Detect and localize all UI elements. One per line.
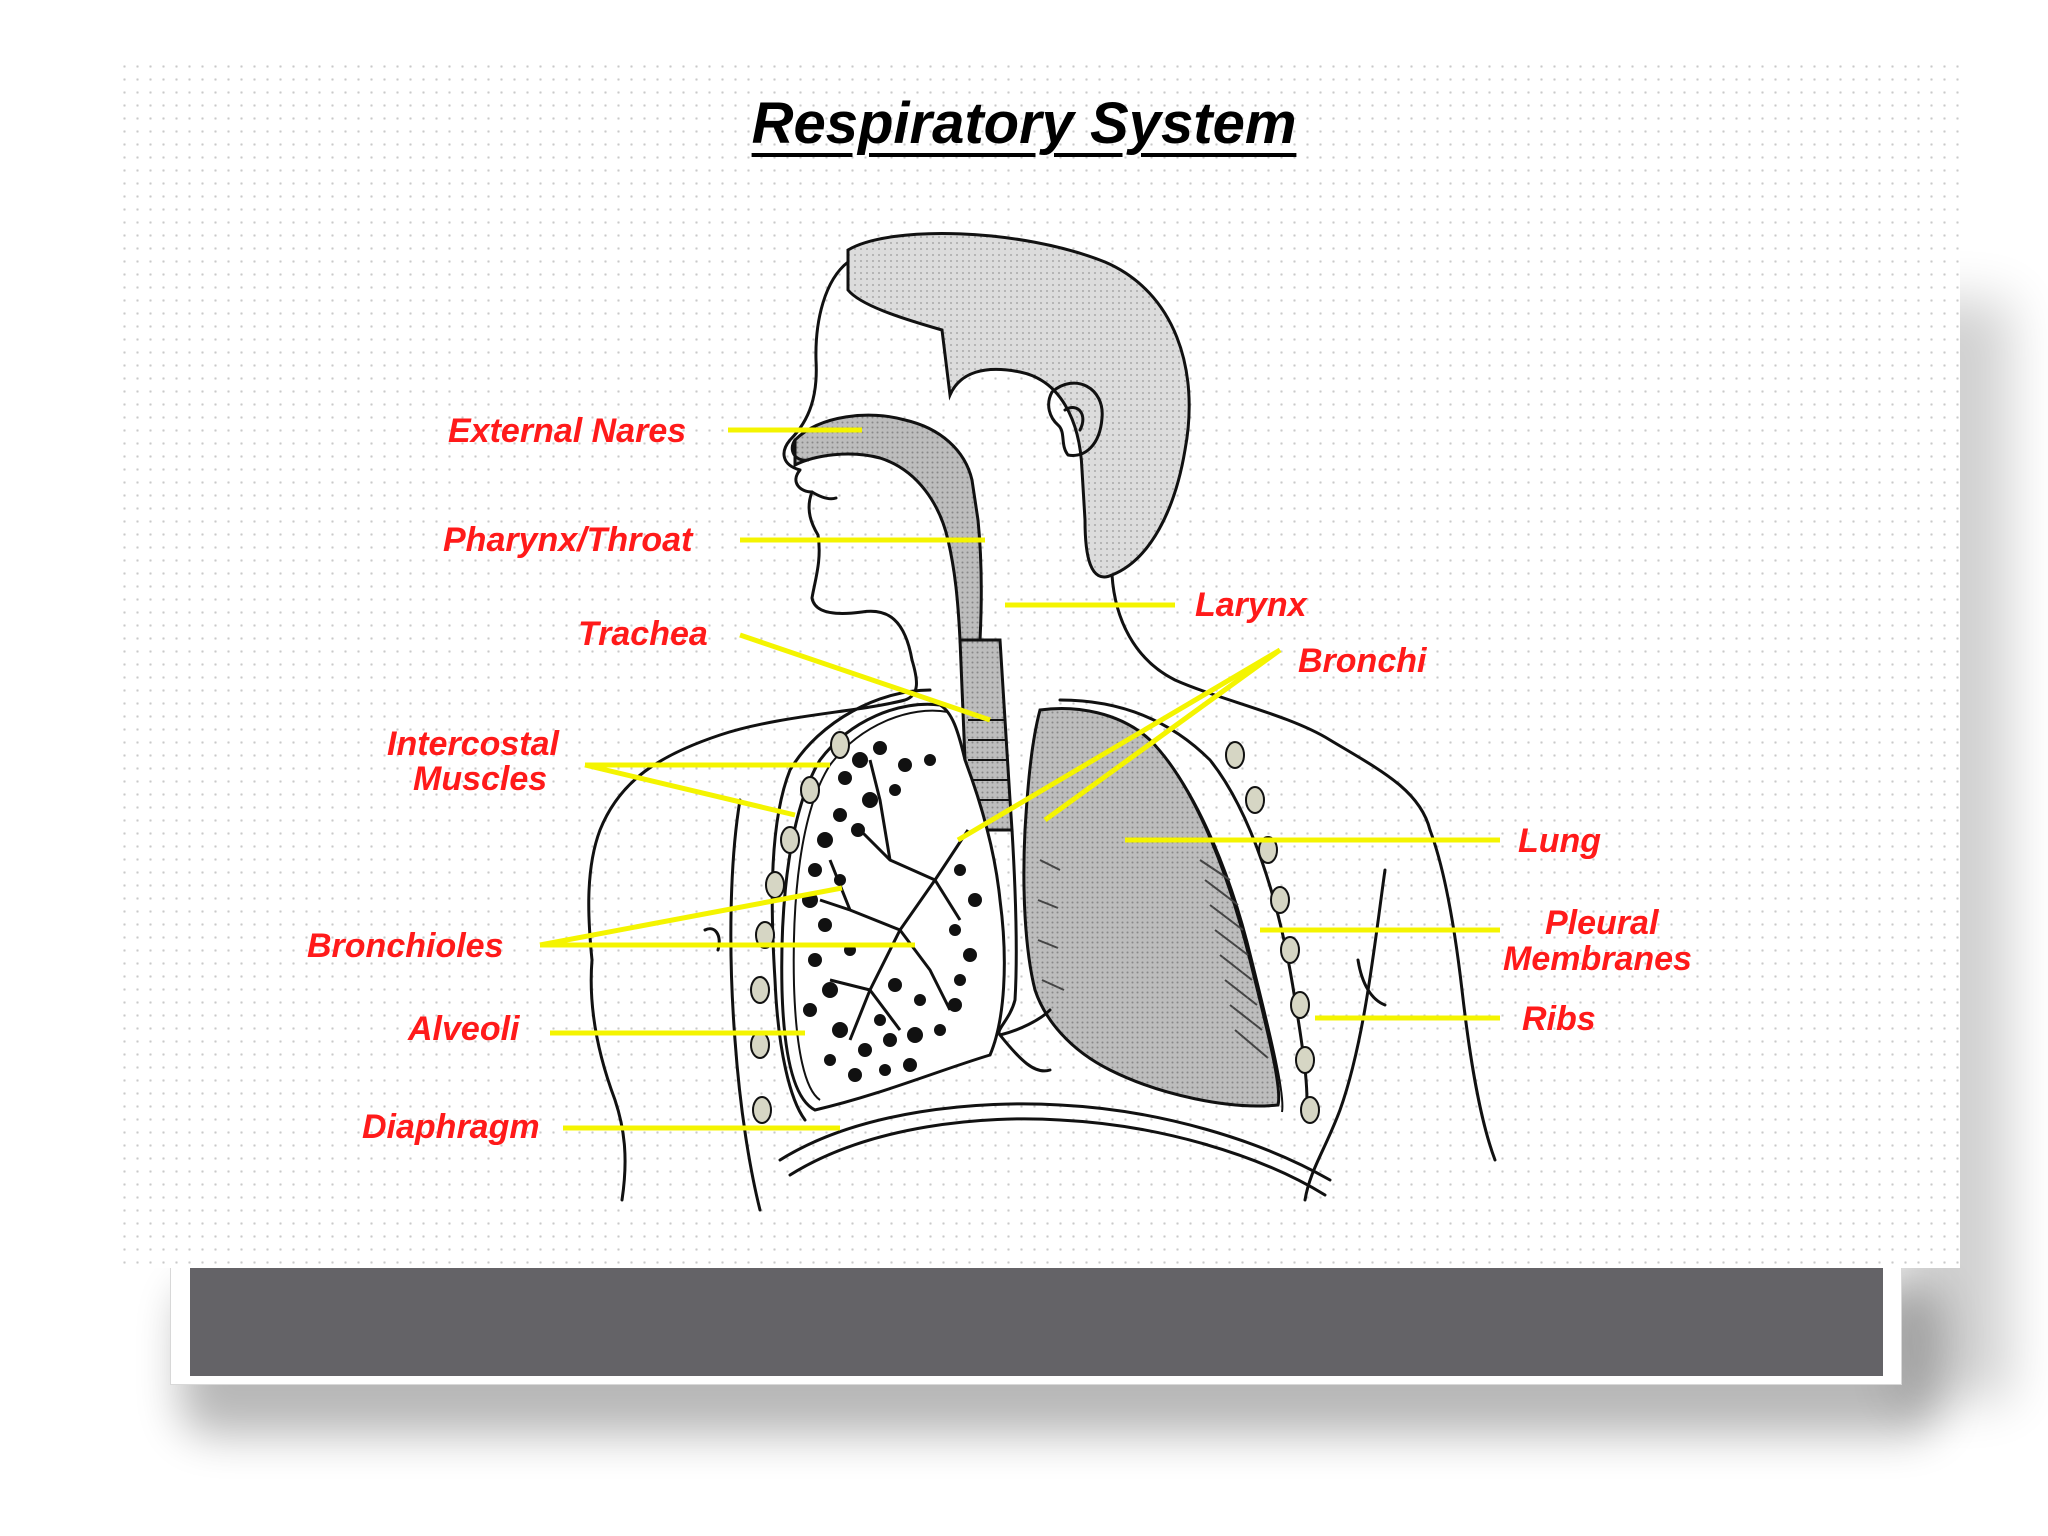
- label-external-nares: External Nares: [448, 412, 686, 450]
- arm-left: [589, 958, 627, 1202]
- label-ribs: Ribs: [1522, 1000, 1596, 1038]
- label-bronchioles: Bronchioles: [307, 927, 503, 965]
- diaphragm: [778, 1102, 1332, 1182]
- right-lung: [1022, 707, 1284, 1113]
- labels: External Nares Pharynx/Throat Larynx Tra…: [307, 412, 1692, 1146]
- label-pleural: Pleural: [1545, 904, 1660, 942]
- label-larynx: Larynx: [1195, 586, 1309, 624]
- bronchial-tree: [819, 759, 970, 1041]
- bottom-panel-bar: [190, 1268, 1883, 1376]
- label-trachea: Trachea: [578, 615, 708, 653]
- left-lung: [780, 702, 1006, 1112]
- label-lung: Lung: [1518, 822, 1601, 860]
- shoulder-left: [587, 658, 918, 962]
- label-membranes: Membranes: [1503, 940, 1692, 978]
- label-pharynx-throat: Pharynx/Throat: [443, 521, 694, 559]
- label-muscles: Muscles: [413, 760, 547, 798]
- label-alveoli: Alveoli: [407, 1010, 521, 1048]
- label-bronchi: Bronchi: [1298, 642, 1428, 680]
- mediastinum: [997, 828, 1052, 1037]
- diagram-title: Respiratory System: [751, 91, 1297, 156]
- leader-lines: [539, 427, 1500, 1131]
- pleural-membrane-left: [770, 688, 932, 1122]
- label-diaphragm: Diaphragm: [362, 1108, 540, 1146]
- ribs: [750, 731, 1320, 1124]
- body-outline: [587, 232, 1497, 1212]
- ear: [1047, 381, 1104, 457]
- neck-back: [1110, 573, 1432, 832]
- alveoli-clusters: [802, 741, 982, 1082]
- label-intercostal: Intercostal: [387, 725, 560, 763]
- arm-right: [1428, 828, 1497, 1162]
- hair: [846, 232, 1191, 579]
- lung-shading: [1037, 859, 1269, 1059]
